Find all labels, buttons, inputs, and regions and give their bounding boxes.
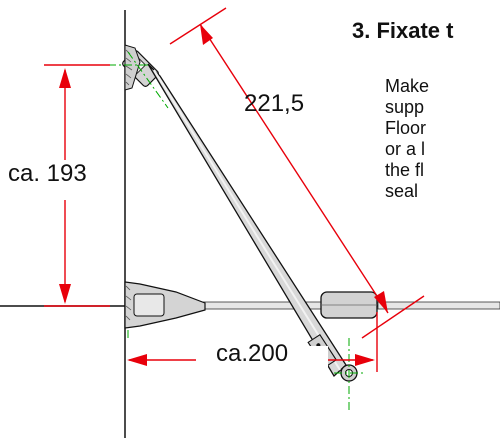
- floor-clamp: [320, 291, 378, 319]
- vertical-dimension-label: ca. 193: [8, 160, 87, 187]
- dimension-arrowheads: [59, 24, 388, 366]
- instruction-line: or a l: [385, 139, 426, 159]
- instruction-line: seal: [385, 181, 419, 201]
- instruction-line: the fl: [385, 160, 425, 180]
- instruction-line: supp: [385, 97, 425, 117]
- diagonal-dimension-label: 221,5: [244, 90, 305, 117]
- instruction-line: Make: [385, 76, 430, 96]
- instruction-line: Floor: [385, 118, 427, 138]
- wall-bracket-plate: [124, 44, 141, 91]
- wall-foot-bracket: [124, 281, 206, 329]
- diagonal-dimension-line: [199, 23, 389, 314]
- section-heading: 3. Fixate t: [352, 18, 454, 43]
- horizontal-dimension-label: ca.200: [216, 340, 289, 367]
- instruction-text: Make supp Floor or a l the fl seal: [385, 76, 429, 202]
